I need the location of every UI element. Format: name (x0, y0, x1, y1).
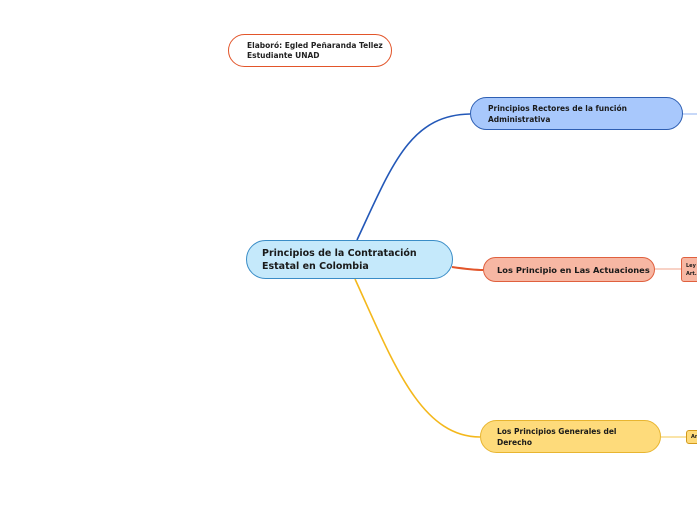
branch-principios-generales[interactable]: Los Principios Generales del Derecho (480, 420, 661, 453)
leaf-line-2: Art. (686, 270, 697, 277)
branch-principio-actuaciones[interactable]: Los Principio en Las Actuaciones (483, 257, 655, 282)
connector-principios-rectores (356, 113, 471, 241)
connector-actuaciones (451, 266, 484, 271)
connector-principios-generales (354, 278, 481, 438)
leaf-ley-articulo[interactable]: Ley Art. (681, 257, 697, 282)
branch-principios-rectores[interactable]: Principios Rectores de la función Admini… (470, 97, 683, 130)
branch-label: Los Principio en Las Actuaciones (497, 264, 650, 275)
author-note[interactable]: Elaboró: Egled Peñaranda Tellez Estudian… (228, 34, 392, 67)
author-line-2: Estudiante UNAD (247, 50, 320, 60)
leaf-line-1: Ar (691, 434, 697, 440)
central-topic-line-1: Principios de la Contratación (262, 247, 417, 259)
central-topic[interactable]: Principios de la Contratación Estatal en… (246, 240, 453, 279)
branch-label-line-2: Administrativa (488, 114, 551, 124)
leaf-articulo[interactable]: Ar (686, 430, 697, 444)
branch-label-line-1: Principios Rectores de la función (488, 103, 627, 113)
branch-label-line-2: Derecho (497, 437, 533, 447)
central-topic-line-2: Estatal en Colombia (262, 260, 369, 272)
leaf-line-1: Ley (686, 262, 696, 269)
branch-label-line-1: Los Principios Generales del (497, 426, 617, 436)
author-line-1: Elaboró: Egled Peñaranda Tellez (247, 40, 383, 50)
